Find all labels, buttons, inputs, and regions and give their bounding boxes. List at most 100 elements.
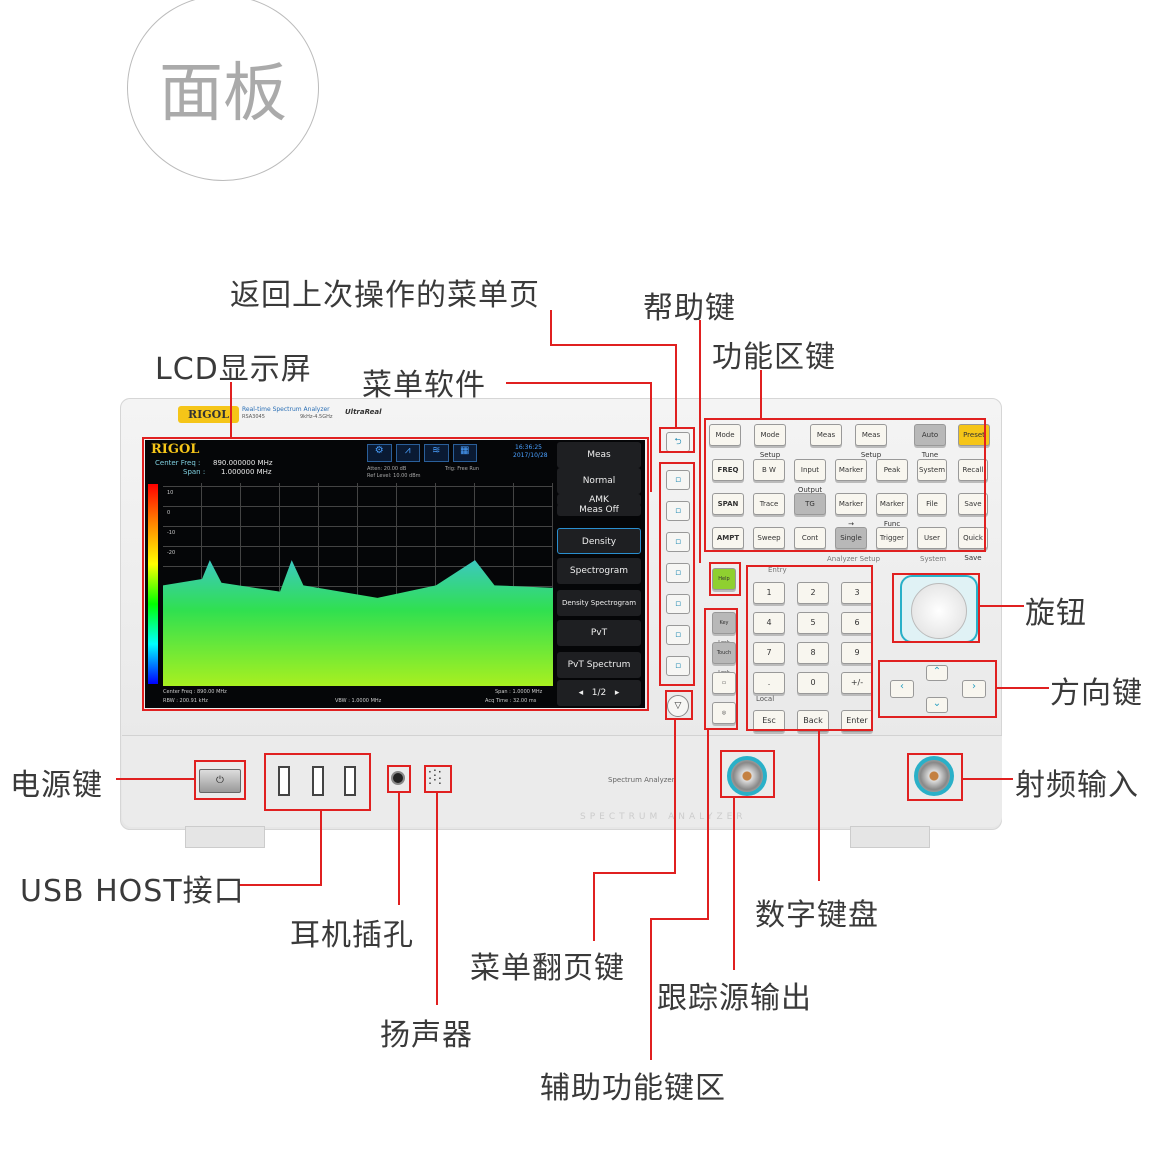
rf-input-connector[interactable] [914,756,954,796]
softkey-button-5[interactable]: ▫ [666,594,690,614]
settings-gear-icon[interactable]: ⚙ [367,444,392,462]
arrow-up-button[interactable]: ⌃ [926,665,948,681]
key-file[interactable]: File [917,493,947,515]
next-page-icon[interactable]: ▸ [614,688,620,698]
local-label: Local [756,695,775,703]
arrow-left-button[interactable]: ‹ [890,680,914,698]
numpad-key-2[interactable]: 2 [797,582,829,604]
prev-page-icon[interactable]: ◂ [578,688,584,698]
softkey-button-1[interactable]: ▫ [666,470,690,490]
usb-port-3[interactable] [344,766,356,796]
analyzer-setup-label: Analyzer Setup [827,555,881,563]
softkey-normal[interactable]: Normal [557,468,641,494]
key-trigger[interactable]: Trigger [876,527,908,549]
numpad-key-10[interactable]: . [753,672,785,694]
softkey-button-4[interactable]: ▫ [666,563,690,583]
key-mode[interactable]: Mode [709,424,741,446]
key-marker-func[interactable]: Marker Func [876,493,908,528]
page-indicator: 1/2 [591,688,607,698]
numpad-key-4[interactable]: 4 [753,612,785,634]
softkey-density-spectrogram[interactable]: Density Spectrogram [557,590,641,616]
softkey-page-nav[interactable]: ◂ 1/2 ▸ [557,680,641,706]
brand-logo: RIGOL [178,406,239,423]
screenshot-key[interactable]: ▭ [712,672,736,694]
numpad-key-14[interactable]: Back [797,710,829,732]
power-button[interactable]: ⏻ [199,769,241,793]
key-preset[interactable]: Preset [958,424,990,446]
key-marker[interactable]: Marker [835,459,867,481]
speaker-grille-icon: ·:·:·: [428,765,443,787]
softkey-meas[interactable]: Meas [557,442,641,468]
page-down-button[interactable]: ▽ [667,695,689,717]
numpad-key-7[interactable]: 7 [753,642,785,664]
key-span[interactable]: SPAN [712,493,744,515]
lcd-screen[interactable]: RIGOL Center Freq : 890.000000 MHz Span … [145,440,645,708]
numpad-key-12[interactable]: +/- [841,672,873,694]
callout-tg-output: 跟踪源输出 [657,981,812,1016]
numpad-key-8[interactable]: 8 [797,642,829,664]
numpad-key-1[interactable]: 1 [753,582,785,604]
softkey-spectrogram[interactable]: Spectrogram [557,558,641,584]
key-marker-[interactable]: Marker → [835,493,867,528]
callout-page-keys: 菜单翻页键 [470,951,625,986]
arrow-keys-highlight-box [878,660,997,718]
key-trace[interactable]: Trace [753,493,785,515]
rtsa-icon[interactable]: ≋ [424,444,449,462]
footer-rbw: RBW : 200.91 kHz [163,698,208,704]
span-label: Span : [183,468,206,476]
layout-grid-icon[interactable]: ▦ [452,444,477,462]
key-freq[interactable]: FREQ [712,459,744,481]
key-single[interactable]: Single [835,527,867,549]
softkey-button-7[interactable]: ▫ [666,656,690,676]
key-peak[interactable]: Peak [876,459,908,481]
softkey-density[interactable]: Density [557,528,641,554]
key-mode-setup[interactable]: Mode Setup [754,424,786,459]
key-input-output[interactable]: Input Output [794,459,826,494]
arrow-down-button[interactable]: ⌄ [926,697,948,713]
rotary-knob[interactable] [911,583,967,639]
softkey-pvt[interactable]: PvT [557,620,641,646]
key-recall[interactable]: Recall [958,459,988,481]
numpad-key-6[interactable]: 6 [841,612,873,634]
tg-output-connector[interactable] [727,756,767,796]
key-b-w[interactable]: B W [753,459,785,481]
key-meas-setup[interactable]: Meas Setup [855,424,887,459]
softkey-button-6[interactable]: ▫ [666,625,690,645]
softkey-meas-off[interactable]: Meas Off [557,504,641,516]
numpad-key-11[interactable]: 0 [797,672,829,694]
panel-title-badge: 面板 [127,0,319,181]
softkey-button-3[interactable]: ▫ [666,532,690,552]
key-tg[interactable]: TG [794,493,826,515]
system-group-label: System [920,555,947,563]
tg-highlight-box [720,750,775,798]
key-ampt[interactable]: AMPT [712,527,744,549]
key-system[interactable]: System [917,459,947,481]
key-save[interactable]: Save [958,493,988,515]
key-meas[interactable]: Meas [810,424,842,446]
density-icon[interactable]: ⩘ [395,444,420,462]
key-quick-save[interactable]: Quick Save [958,527,988,562]
headphone-jack[interactable] [391,771,405,785]
footer-span: Span : 1.0000 MHz [495,689,543,695]
numpad-key-13[interactable]: Esc [753,710,785,732]
softkey-button-2[interactable]: ▫ [666,501,690,521]
key-user[interactable]: User [917,527,947,549]
aux-keys-highlight-box [704,608,738,730]
color-scale-bar [148,484,158,684]
display-key[interactable]: ◎ [712,702,736,724]
key-sweep[interactable]: Sweep [753,527,785,549]
softkey-pvt-spectrum[interactable]: PvT Spectrum [557,652,641,678]
key-auto-tune[interactable]: Auto Tune [914,424,946,459]
arrow-right-button[interactable]: › [962,680,986,698]
key-cont[interactable]: Cont [794,527,826,549]
usb-port-1[interactable] [278,766,290,796]
callout-arrow-keys: 方向键 [1050,676,1143,711]
help-key[interactable]: Help [712,568,736,590]
mode-icons[interactable]: ⚙ ⩘ ≋ ▦ [367,444,477,462]
foot-left [185,826,265,848]
callout-knob: 旋钮 [1025,596,1087,631]
numpad-key-5[interactable]: 5 [797,612,829,634]
usb-port-2[interactable] [312,766,324,796]
softkey-amk[interactable]: AMK [557,494,641,506]
